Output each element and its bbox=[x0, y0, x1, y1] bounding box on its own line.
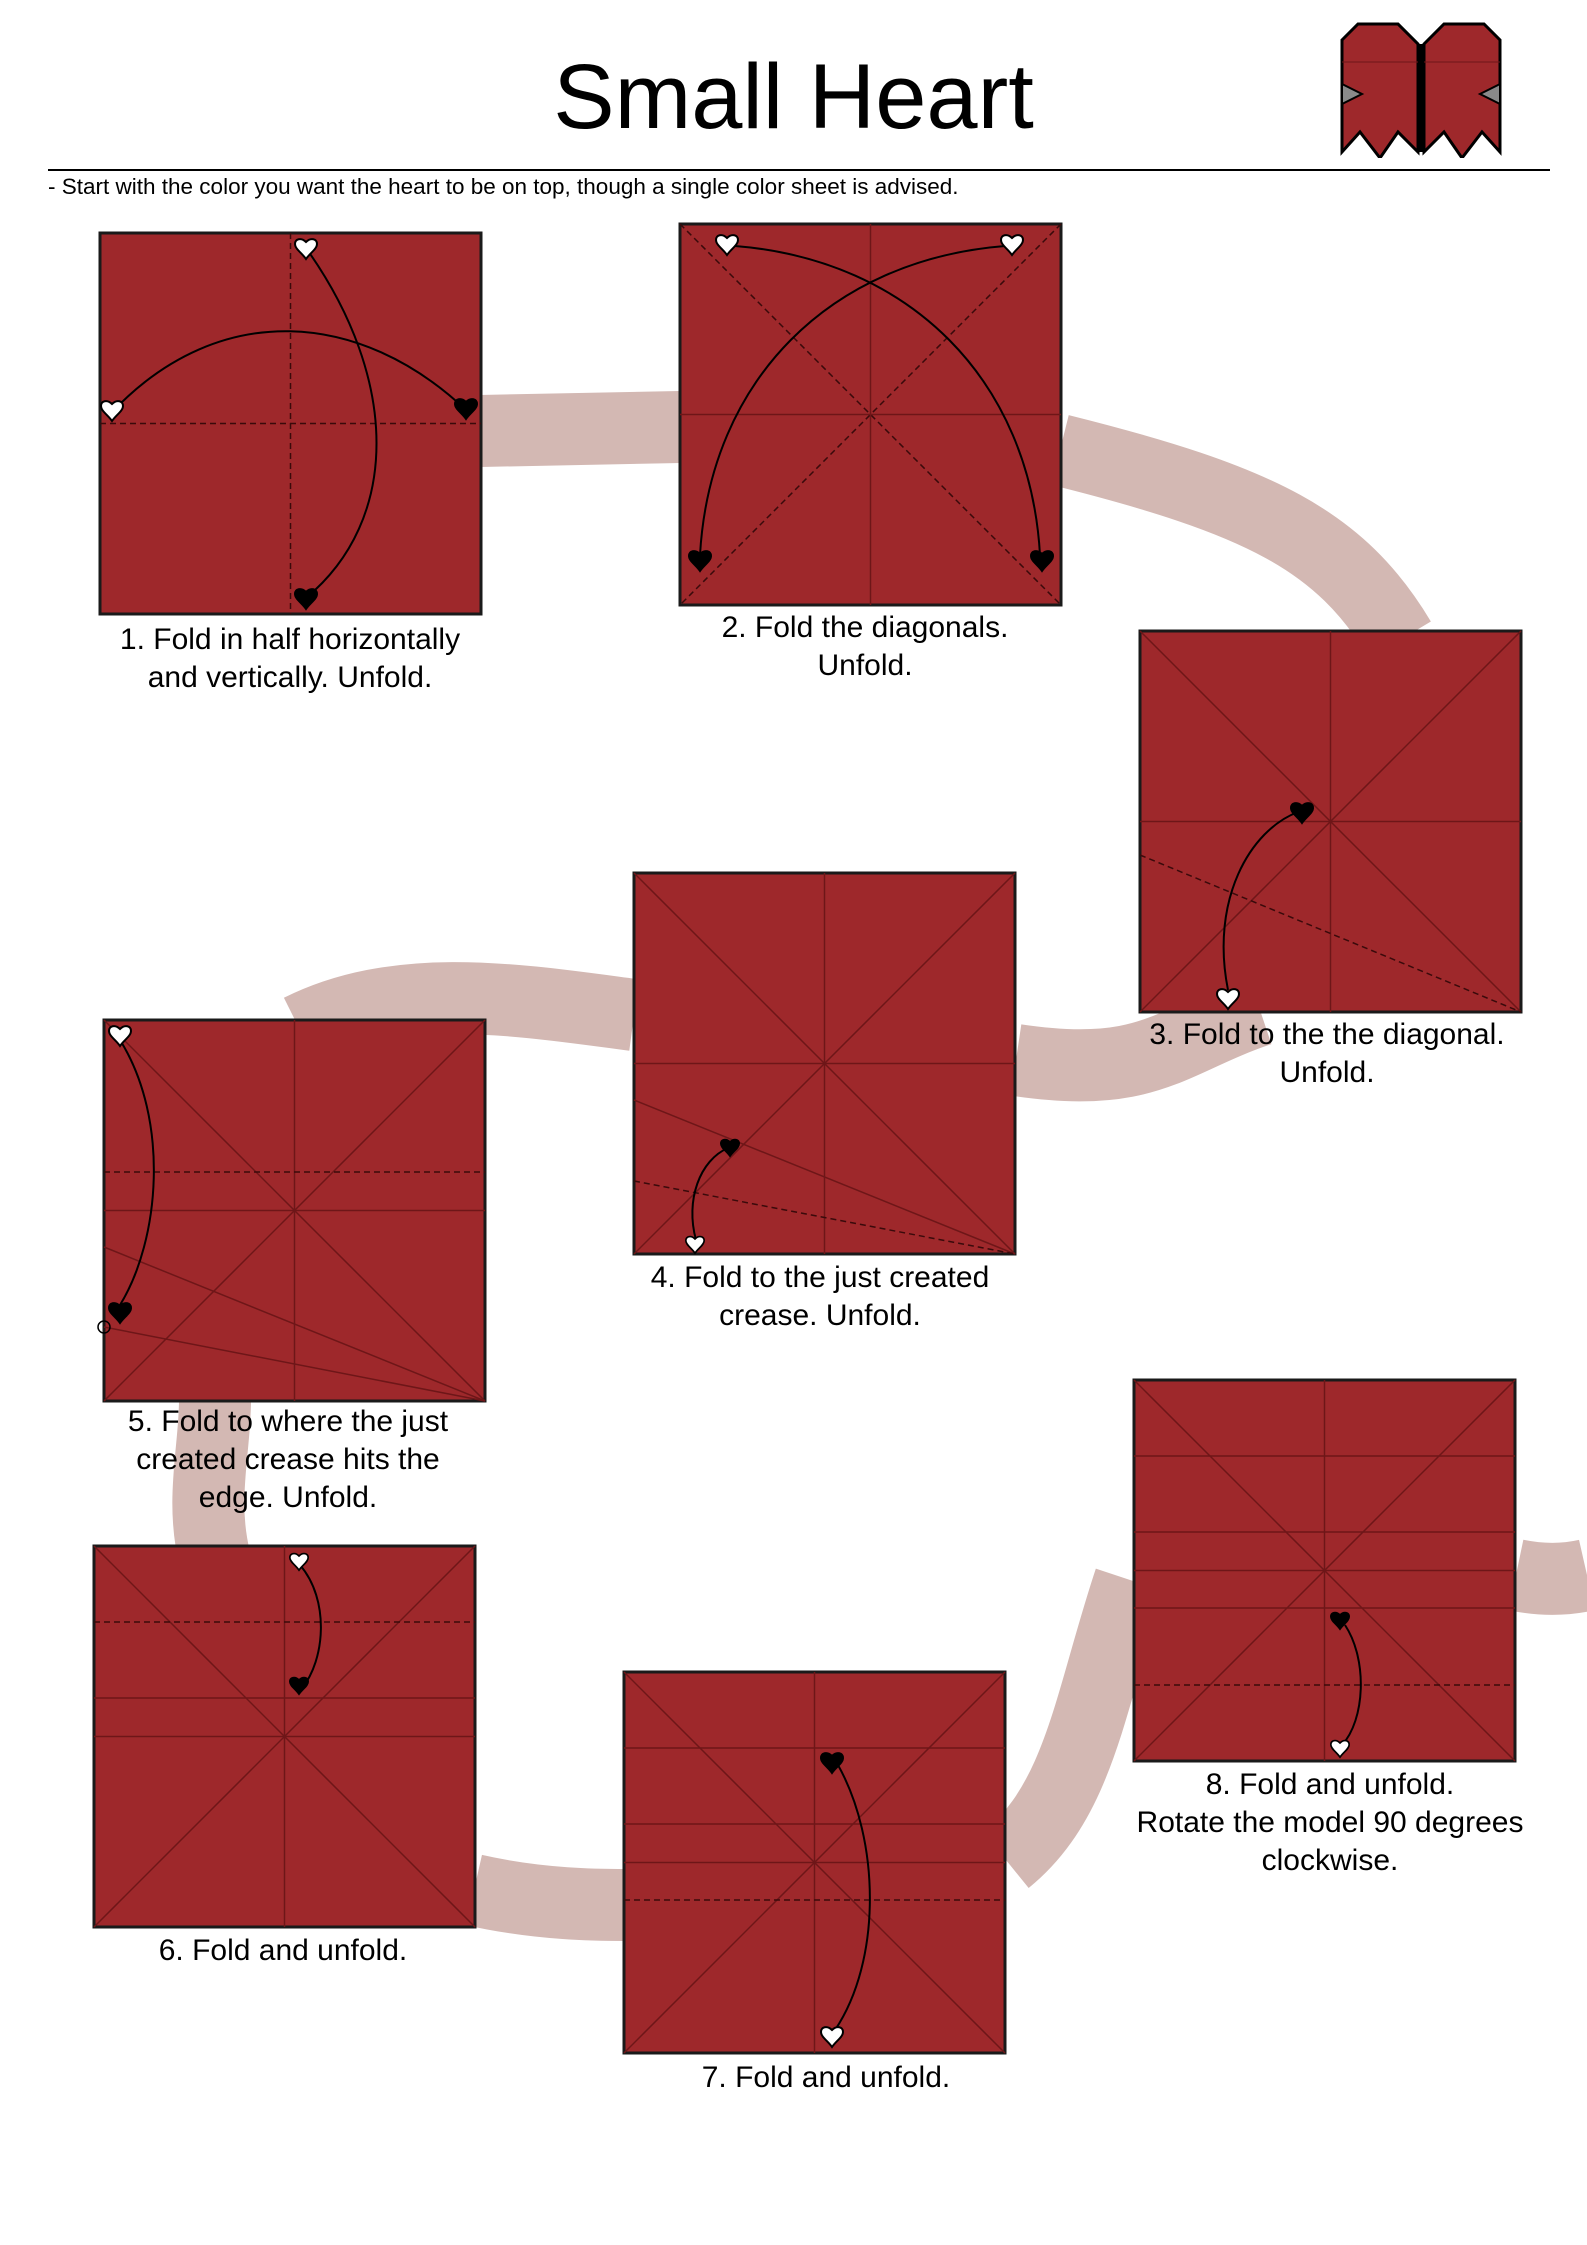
heart-model-icon bbox=[1340, 22, 1502, 158]
step-6-diagram bbox=[92, 1544, 477, 1929]
title-divider bbox=[48, 169, 1550, 171]
intro-note: - Start with the color you want the hear… bbox=[48, 174, 959, 199]
step-3-caption: 3. Fold to the the diagonal. Unfold. bbox=[1149, 1018, 1505, 1089]
page-title: Small Heart bbox=[553, 46, 1034, 148]
step-4-caption: 4. Fold to the just created crease. Unfo… bbox=[650, 1261, 990, 1332]
step-1-diagram bbox=[98, 231, 483, 616]
step-5-diagram bbox=[97, 1018, 487, 1403]
step-2-caption: 2. Fold the diagonals. Unfold. bbox=[721, 611, 1009, 682]
step-8-diagram bbox=[1132, 1378, 1517, 1763]
step-5-caption: 5. Fold to where the just created crease… bbox=[127, 1405, 449, 1514]
step-7-caption: 7. Fold and unfold. bbox=[701, 2061, 951, 2094]
step-4-diagram bbox=[632, 871, 1017, 1256]
step-2-diagram bbox=[678, 222, 1063, 607]
step-7-diagram bbox=[622, 1670, 1007, 2055]
step-6-caption: 6. Fold and unfold. bbox=[158, 1934, 408, 1967]
step-1-caption: 1. Fold in half horizontally and vertica… bbox=[119, 623, 461, 694]
step-3-diagram bbox=[1138, 629, 1523, 1014]
step-8-caption: 8. Fold and unfold. Rotate the model 90 … bbox=[1136, 1768, 1524, 1877]
connector-path bbox=[172, 391, 1587, 1941]
